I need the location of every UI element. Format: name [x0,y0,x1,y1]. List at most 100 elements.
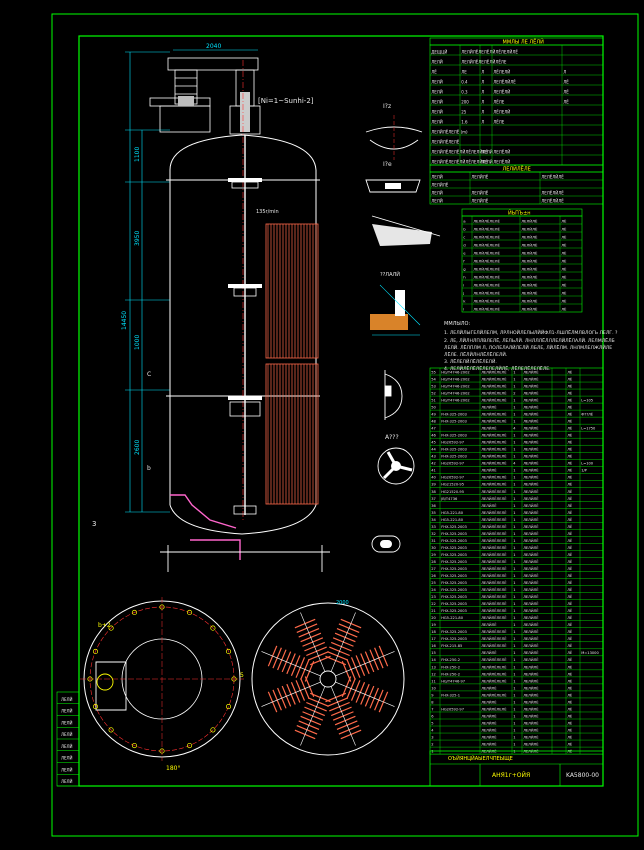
parts-list-cell: 53 [431,384,436,388]
parts-list-cell: 1 [513,483,515,487]
radial-coil-arm [261,645,321,682]
parts-list-cell: JB/T4736 [440,497,458,501]
parts-list-cell: M=13000 [581,651,599,655]
parts-list-cell: ЛЁ [567,608,573,613]
parts-list-cell: ЛЁ [567,517,573,522]
tech-table-cell: ЛЕЛЙЛЁЛЕЛЁ (m) [431,129,468,134]
parts-list-cell: ЛЕЛЙЛЁ [481,426,497,431]
parts-list-cell: ЛЁ [567,713,573,718]
parts-list-cell: 35 [431,511,436,515]
parts-list-cell: ЛЕЛЙЛЁ [523,369,539,374]
parts-list-cell: ЛЁ [567,643,573,648]
parts-list-cell: ЛЕЛЙЛЁЛЕЛЁ [481,398,507,403]
tech-table-cell: 200 [461,99,469,104]
plan-right-coils [261,612,395,746]
parts-list-cell: HG/T4746-2002 [441,377,469,381]
parts-list-cell: ЛЕЛЙЛЁЛЕЛЁ [481,475,507,480]
radial-coil-spine [300,612,326,672]
tech-table-cell: ЛЕЛЙ [431,99,443,104]
parts-list-cell: 1 [513,420,515,424]
parts-list-cell: HG5-221-80 [441,518,464,522]
parts-list-cell: 11 [431,679,436,683]
parts-list-cell: 1 [513,750,515,754]
parts-list-cell: 8 [431,700,434,704]
parts-list-cell: 4 [513,427,516,431]
tech-table-cell: ЛЕЛЁЛЙ [493,159,510,164]
parts-list-cell: 55 [431,370,436,374]
parts-list-cell: 30 [431,546,436,550]
parts-list-cell: ЛЕЛЙЛЁ [523,503,539,508]
parts-list-cell: ЛЁ [567,496,573,501]
tech-table-cell: Л [481,119,484,124]
parts-list-cell: ЛЁ [567,419,573,424]
tech-table-cell: ЛЕЛЙ [431,89,443,94]
parts-list-cell: ЛЁ [567,454,573,459]
parts-list-cell: 1 [513,469,515,473]
plan-nozzle-dot [131,609,137,616]
parts-list-cell: ЛЕЛЙЛЁЛЕЛЁ [481,692,507,697]
parts-list-cell: HG/T4746-2002 [441,399,469,403]
parts-list-cell: 16 [431,644,436,648]
parts-list-cell: ЛЕЛЙЛЁЛЕЛЁ [481,580,507,585]
revision-cell: ЛЕЛЙ [61,779,73,784]
parts-list-cell: FHX-325-2003 [441,609,467,613]
parts-list-cell: ЛЁ [567,482,573,487]
parts-list-cell: ЛЁ [567,447,573,452]
tech-table-cell: Л [481,79,484,84]
nozzle-table-cell: ЛЁ [561,282,567,287]
parts-list-cell: ЛЁ [567,615,573,620]
parts-list-cell: ЛЕЛЙЛЁЛЕЛЁ [481,496,507,501]
parts-list-cell: ЛЕЛЙЛЁ [523,713,539,718]
motor-table-cell: ЛЕЛЙЛЁ [431,182,449,187]
parts-list-cell: ЛЁ [567,398,573,403]
parts-list-cell: ЛЕЛЙЛЁЛЕЛЁ [481,545,507,550]
parts-list-cell: ЛЕЛЙЛЁ [523,720,539,725]
parts-list-cell: ЛЕЛЙЛЁ [523,622,539,627]
view-a-section [377,447,415,485]
parts-list-cell: 1 [513,384,515,388]
nozzle-table-cell: ЛЕЛЙЛЁЛЕЛЁ [473,298,500,303]
dim-left-c: 2600 [134,440,141,455]
parts-list-cell: ЛЕЛЙЛЁ [523,685,539,690]
radial-coil-arm [261,676,321,713]
parts-list-cell: 9 [431,693,434,697]
nozzle-table-cell: ЛЁ [561,306,567,311]
parts-list-cell: 1 [513,658,515,662]
parts-list-cell: 1 [513,693,515,697]
nozzle-table-cell: ЛЕЛЙЛЁЛЕЛЁ [473,226,500,231]
parts-list-cell: ЛЕЛЙЛЁЛЕЛЁ [481,559,507,564]
title-block: ОЪЙЯНЦЙАЫЕЛЧПЕЫЩЕ АНЯ1г+ОЙЯ KA5800-00 [429,750,604,787]
plan-nozzle-dot [225,704,232,710]
parts-list-cell: ЛЕЛЙЛЁ [523,734,539,739]
radial-coil-arm [294,686,331,746]
parts-list-cell: 1 [513,546,515,550]
parts-list-cell: 1 [513,370,515,374]
parts-list-cell: 12 [431,672,436,676]
parts-list-cell: 1 [513,413,515,417]
parts-list-cell: 4 [431,728,434,732]
parts-list-cell: 1 [513,497,515,501]
parts-list-cell: FHX-325-2003 [441,420,467,424]
plan-nozzle-dot [187,609,193,616]
tech-table-cell: 0.3 [461,89,468,94]
parts-list-cell: 1 [513,588,515,592]
parts-list-cell: ЛЁ [567,559,573,564]
nozzle-table-cell: l [463,306,464,311]
parts-list-cell: ЛЁ [567,629,573,634]
parts-list-cell: ЛЕЛЙЛЁЛЕЛЁ [481,531,507,536]
parts-list-cell: ЛЕЛЙЛЁ [523,678,539,683]
parts-list-cell: ЛЕЛЙЛЁ [523,454,539,459]
parts-list-cell: ЛЕЛЙЛЁ [523,706,539,711]
parts-list-cell: ЛЕЛЙЛЁЛЕЛЁ [481,454,507,459]
parts-list-cell: FHX-325-2003 [441,434,467,438]
parts-list-cell: ЛЕЛЙЛЁЛЕЛЁ [481,664,507,669]
plan-nozzle-dot [210,625,216,631]
parts-list-cell: ЛЁ [567,580,573,585]
parts-list-cell: ЛЕЛЙЛЁ [523,664,539,669]
parts-list-cell: FHX-325-2003 [441,455,467,459]
parts-list-cell: 24 [431,588,436,592]
tech-table-cell: ЛЕЛЙЛЁЛЕЛЁЛЙЛЁЛЕЛЙЛЁ [461,49,518,54]
parts-list-cell: ЛЁ [567,440,573,445]
parts-list-cell: ЛЁ [567,538,573,543]
radial-coil-spine [330,612,356,672]
